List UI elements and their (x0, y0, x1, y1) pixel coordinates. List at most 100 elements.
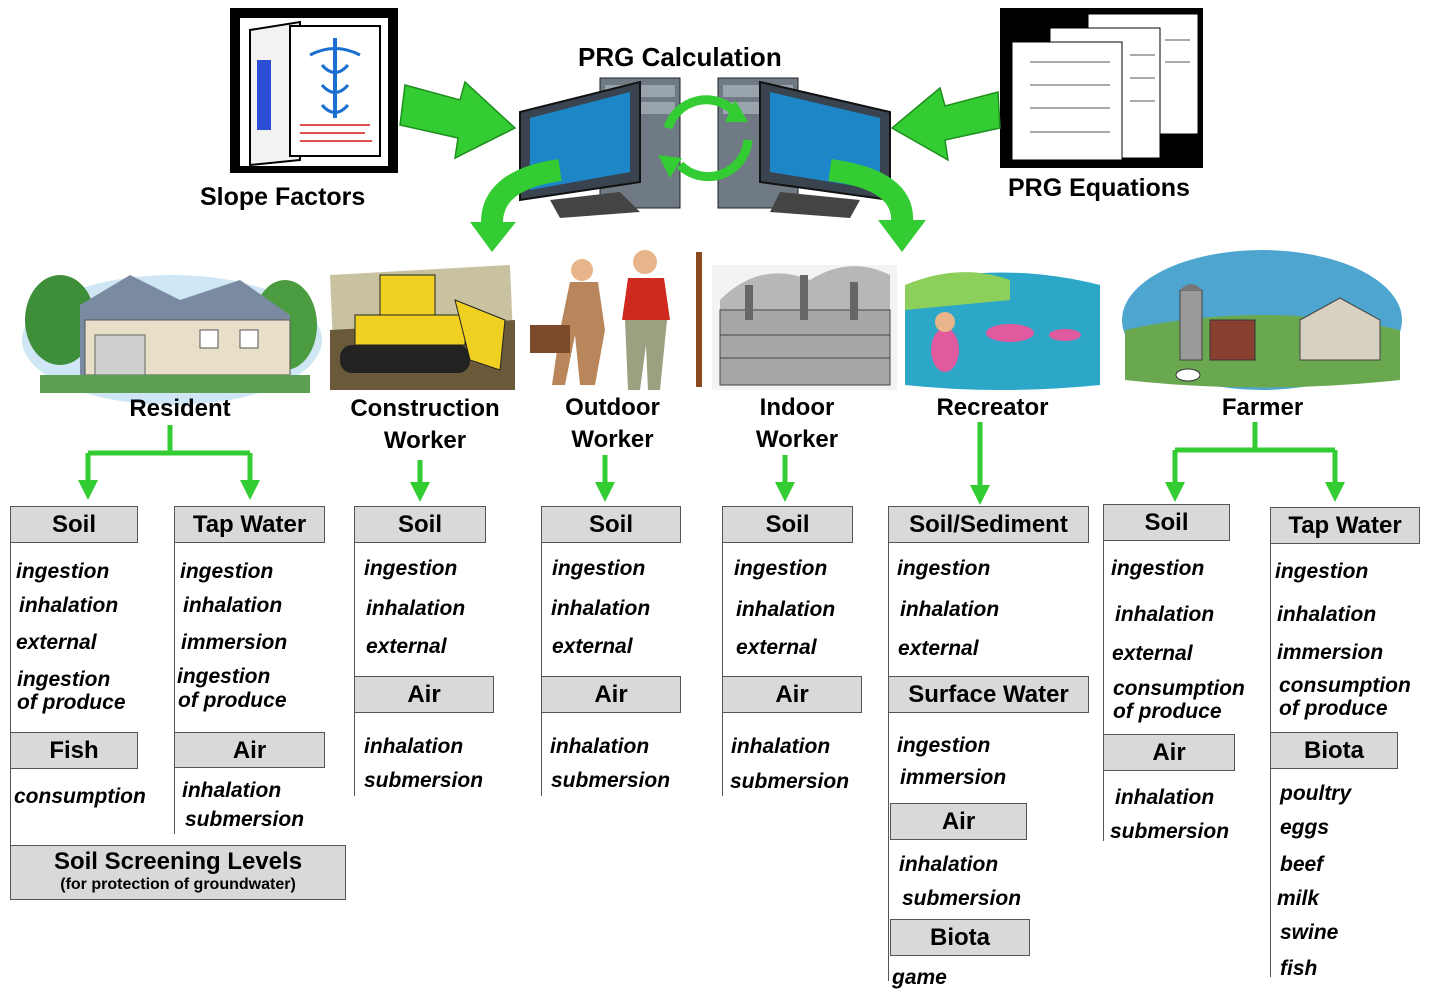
recreator-label: Recreator (936, 394, 1049, 421)
prg-equations-label: PRG Equations (1008, 174, 1190, 202)
farmer-tapwater-item: of produce (1279, 697, 1388, 720)
indoor-label-line2: Worker (755, 426, 839, 453)
farmer-tapwater-item: consumption (1279, 674, 1411, 697)
recreator-soil-item: inhalation (900, 598, 1000, 621)
resident-tapwater-item: ingestion (177, 665, 271, 688)
resident-air-item: inhalation (182, 779, 282, 802)
indoor-air-item: inhalation (731, 735, 831, 758)
slope-factors-book-icon (230, 8, 398, 173)
outdoor-rail (541, 541, 542, 796)
recreator-surfacewater-item: immersion (900, 766, 1007, 789)
construction-air-item: inhalation (364, 735, 464, 758)
outdoor-soil-item: external (552, 635, 633, 658)
recreator-air-header: Air (890, 803, 1027, 840)
farmer-biota-item: fish (1280, 957, 1318, 980)
recreator-soil-item: external (898, 637, 979, 660)
ssl-subtitle: (for protection of groundwater) (60, 876, 296, 893)
recreator-biota-header: Biota (890, 919, 1030, 956)
resident-soil-item: ingestion (17, 668, 111, 691)
construction-air-header: Air (354, 676, 494, 713)
outdoor-label-line1: Outdoor (565, 394, 660, 421)
farmer-soil-item: ingestion (1111, 557, 1205, 580)
recreator-rail (888, 541, 889, 981)
resident-soil-item: of produce (17, 691, 126, 714)
recreator-soil-header: Soil/Sediment (888, 506, 1089, 543)
resident-house-picture (22, 275, 322, 405)
resident-tapwater-item: of produce (178, 689, 287, 712)
construction-label-line1: Construction (350, 395, 500, 422)
farmer-biota-item: poultry (1280, 782, 1352, 805)
resident-tapwater-header: Tap Water (174, 506, 325, 543)
resident-tapwater-rail (174, 541, 175, 736)
farmer-biota-item: eggs (1280, 816, 1330, 839)
slope-factors-label: Slope Factors (200, 183, 366, 211)
resident-soil-item: ingestion (16, 560, 110, 583)
indoor-rail (722, 541, 723, 796)
indoor-worker-label: Indoor Worker (712, 392, 882, 456)
resident-air-header: Air (174, 732, 325, 768)
farmer-tapwater-header: Tap Water (1270, 507, 1420, 544)
prg-equations-document-icon (1000, 8, 1203, 168)
farmer-biota-item: swine (1280, 921, 1339, 944)
farmer-air-item: inhalation (1115, 786, 1215, 809)
construction-bulldozer-picture (330, 265, 515, 390)
farmer-biota-item: beef (1280, 853, 1324, 876)
recreator-surfacewater-item: ingestion (897, 734, 991, 757)
farmer-biota-item: milk (1277, 887, 1320, 910)
construction-label-line2: Worker (383, 427, 467, 454)
output-arrow-left (481, 159, 562, 226)
outdoor-soil-item: ingestion (552, 557, 646, 580)
farmer-soil-item: consumption (1113, 677, 1245, 700)
construction-worker-label: Construction Worker (325, 393, 525, 457)
outdoor-label-line2: Worker (571, 426, 654, 453)
ssl-title: Soil Screening Levels (53, 848, 303, 875)
prg-equations-arrow (890, 86, 1001, 162)
construction-rail (354, 541, 355, 796)
outdoor-air-item: submersion (551, 769, 671, 792)
farmer-farm-picture (1122, 250, 1402, 390)
indoor-label-line1: Indoor (759, 394, 835, 421)
indoor-soil-item: inhalation (736, 598, 836, 621)
resident-label: Resident (129, 395, 231, 422)
outdoor-worker-picture (530, 250, 702, 390)
recreator-biota-item: game (892, 966, 947, 989)
outdoor-air-header: Air (541, 676, 681, 713)
resident-tapwater-item: immersion (181, 631, 288, 654)
indoor-air-header: Air (722, 676, 862, 713)
indoor-worker-factory-picture (712, 265, 897, 390)
farmer-soil-header: Soil (1103, 504, 1230, 541)
recreator-air-item: submersion (902, 887, 1022, 910)
computer-left-icon (519, 77, 681, 218)
slope-factors-arrow (399, 80, 517, 160)
soil-screening-levels-box: Soil Screening Levels (for protection of… (10, 845, 346, 900)
resident-fish-header: Fish (10, 732, 138, 769)
construction-soil-item: inhalation (366, 597, 466, 620)
farmer-tapwater-item: ingestion (1275, 560, 1369, 583)
resident-soil-header: Soil (10, 506, 138, 543)
farmer-tapwater-item: inhalation (1277, 603, 1377, 626)
recreator-air-item: inhalation (899, 853, 999, 876)
indoor-soil-header: Soil (722, 506, 853, 543)
indoor-air-item: submersion (730, 770, 850, 793)
cycle-arrows-icon (663, 95, 753, 182)
resident-soil-item: external (16, 631, 97, 654)
construction-soil-header: Soil (354, 506, 486, 543)
farmer-soil-item: of produce (1113, 700, 1222, 723)
farmer-soil-rail (1103, 539, 1104, 841)
farmer-soil-item: external (1112, 642, 1193, 665)
output-arrow-right (828, 159, 914, 223)
resident-air-rail (174, 766, 175, 834)
resident-soil-item: inhalation (19, 594, 119, 617)
outdoor-worker-label: Outdoor Worker (530, 392, 695, 456)
prg-calculation-title: PRG Calculation (578, 42, 782, 72)
construction-soil-item: external (366, 635, 447, 658)
outdoor-soil-header: Soil (541, 506, 681, 543)
resident-air-item: submersion (185, 808, 305, 831)
outdoor-air-item: inhalation (550, 735, 650, 758)
farmer-label: Farmer (1221, 394, 1304, 421)
resident-connector (78, 422, 1345, 505)
recreator-surfacewater-header: Surface Water (888, 676, 1089, 713)
construction-soil-item: ingestion (364, 557, 458, 580)
